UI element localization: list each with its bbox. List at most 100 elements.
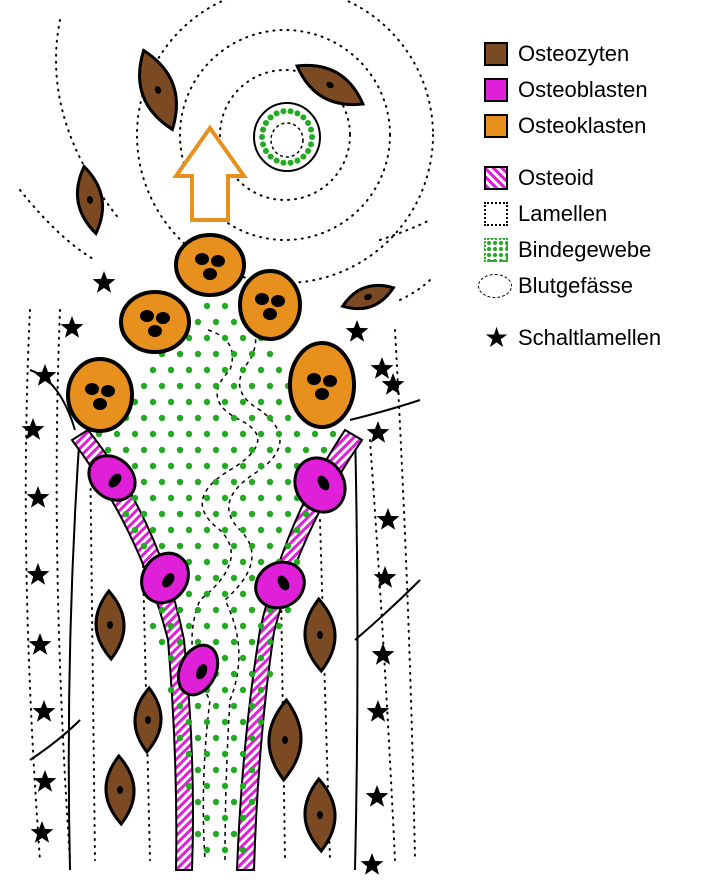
bindegewebe-dot — [231, 511, 237, 517]
bindegewebe-dot — [168, 495, 174, 501]
bindegewebe-dot — [150, 367, 156, 373]
bindegewebe-dot — [276, 431, 282, 437]
bindegewebe-dot — [276, 463, 282, 469]
bindegewebe-dot — [213, 543, 219, 549]
bindegewebe-dot — [204, 623, 210, 629]
bindegewebe-dot — [231, 383, 237, 389]
osteoclast — [176, 235, 244, 295]
bindegewebe-dot — [231, 319, 237, 325]
bindegewebe-dot — [150, 431, 156, 437]
bindegewebe-dot — [177, 351, 183, 357]
bindegewebe-dot — [195, 415, 201, 421]
star-icon — [374, 566, 397, 588]
bindegewebe-dot — [186, 495, 192, 501]
star-icon — [366, 785, 389, 807]
bindegewebe-dot — [285, 447, 291, 453]
bindegewebe-dot — [231, 447, 237, 453]
bindegewebe-dot — [195, 575, 201, 581]
bindegewebe-dot — [267, 383, 273, 389]
bindegewebe-dot — [177, 543, 183, 549]
bindegewebe-dot — [204, 495, 210, 501]
bindegewebe-dot — [222, 815, 228, 821]
bindegewebe-dot — [249, 671, 255, 677]
bindegewebe-dot — [305, 148, 311, 154]
bindegewebe-dot — [204, 591, 210, 597]
bindegewebe-dot — [240, 495, 246, 501]
star-icon — [346, 320, 369, 342]
bindegewebe-dot — [123, 511, 129, 517]
bindegewebe-dot — [177, 479, 183, 485]
bindegewebe-dot — [204, 783, 210, 789]
bindegewebe-dot — [186, 367, 192, 373]
bindegewebe-dot — [222, 527, 228, 533]
bindegewebe-dot — [258, 719, 264, 725]
bindegewebe-dot — [222, 655, 228, 661]
bindegewebe-dot — [258, 399, 264, 405]
bindegewebe-dot — [231, 799, 237, 805]
bindegewebe-dot — [186, 591, 192, 597]
bindegewebe-dot — [240, 815, 246, 821]
bindegewebe-dot — [330, 431, 336, 437]
bindegewebe-dot — [240, 527, 246, 533]
bindegewebe-dot — [300, 114, 306, 120]
legend-item-blutgefaesse: Blutgefässe — [484, 268, 727, 304]
osteocyte — [134, 688, 162, 753]
bindegewebe-dot — [222, 335, 228, 341]
bindegewebe-dot — [195, 703, 201, 709]
bindegewebe-dot — [285, 415, 291, 421]
star-icon — [382, 373, 405, 395]
bindegewebe-dot — [222, 367, 228, 373]
osteocyte — [304, 778, 336, 851]
bindegewebe-dot — [285, 479, 291, 485]
bindegewebe-dot — [280, 108, 286, 114]
bindegewebe-dot — [240, 719, 246, 725]
bindegewebe-dot — [249, 799, 255, 805]
star-icon — [61, 316, 84, 338]
bindegewebe-dot — [231, 831, 237, 837]
bindegewebe-dot — [294, 431, 300, 437]
bindegewebe-dot — [195, 767, 201, 773]
bindegewebe-dot — [285, 543, 291, 549]
bindegewebe-dot — [240, 463, 246, 469]
legend-label: Osteoklasten — [518, 113, 646, 139]
bindegewebe-dot — [213, 479, 219, 485]
star-icon — [93, 271, 116, 293]
bindegewebe-dot — [263, 148, 269, 154]
bindegewebe-dot — [240, 367, 246, 373]
bindegewebe-dot — [186, 399, 192, 405]
legend-label: Osteoid — [518, 165, 594, 191]
bindegewebe-dot — [276, 495, 282, 501]
osteoclast — [290, 343, 354, 427]
bindegewebe-dot — [204, 559, 210, 565]
bindegewebe-dot — [258, 655, 264, 661]
bindegewebe-dot — [177, 735, 183, 741]
bindegewebe-dot — [303, 511, 309, 517]
osteoclast — [240, 271, 300, 339]
bindegewebe-dot — [168, 527, 174, 533]
star-icon — [33, 700, 56, 722]
legend-item-schaltlamellen: ★ Schaltlamellen — [484, 320, 727, 356]
bindegewebe-dot — [268, 154, 274, 160]
bindegewebe-swatch — [484, 238, 508, 262]
bindegewebe-dot — [150, 623, 156, 629]
bindegewebe-dot — [288, 108, 294, 114]
bindegewebe-dot — [186, 719, 192, 725]
bindegewebe-dot — [267, 415, 273, 421]
bindegewebe-dot — [213, 447, 219, 453]
bindegewebe-dot — [177, 383, 183, 389]
bindegewebe-dot — [258, 367, 264, 373]
bindegewebe-dot — [249, 415, 255, 421]
star-icon — [22, 418, 45, 440]
bindegewebe-dot — [267, 511, 273, 517]
bindegewebe-dot — [222, 431, 228, 437]
bindegewebe-dot — [186, 623, 192, 629]
legend-label: Schaltlamellen — [518, 325, 661, 351]
bindegewebe-dot — [308, 141, 314, 147]
bindegewebe-dot — [213, 703, 219, 709]
legend-label: Osteoblasten — [518, 77, 648, 103]
legend-item-bindegewebe: Bindegewebe — [484, 232, 727, 268]
bindegewebe-dot — [168, 687, 174, 693]
osteoclast — [68, 359, 132, 431]
bindegewebe-dot — [177, 511, 183, 517]
osteoklasten-swatch — [484, 114, 508, 138]
